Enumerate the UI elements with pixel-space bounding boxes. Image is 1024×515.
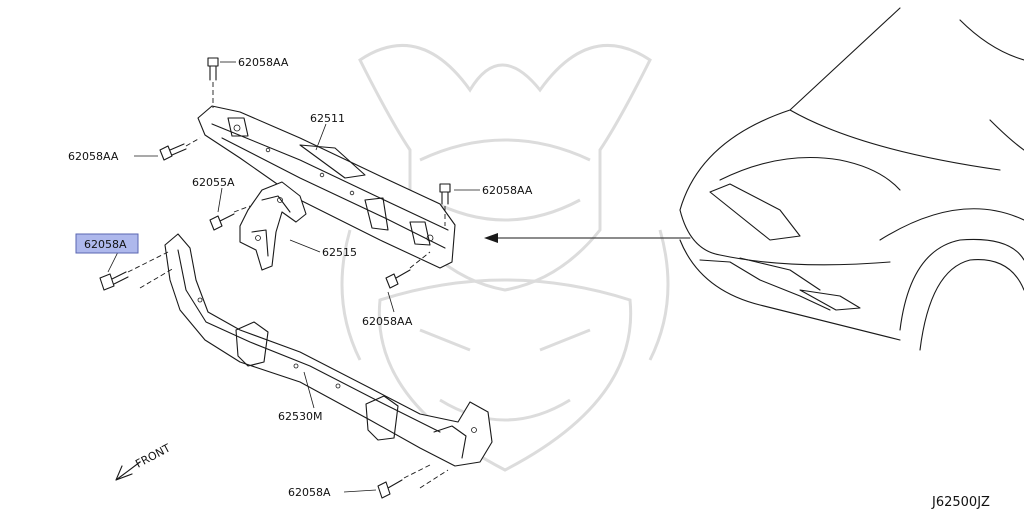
bolt-icon: [99, 251, 175, 291]
bolt-icon: [159, 137, 201, 161]
callout-arrow: [484, 233, 691, 243]
label-lower-member: 62530M: [278, 410, 322, 423]
label-bolt-highlight: 62058A: [84, 238, 127, 251]
label-bracket: 62515: [322, 246, 357, 259]
front-label: FRONT: [133, 441, 173, 470]
lower-member-62530M: [164, 233, 493, 467]
highlight-box: [75, 233, 139, 254]
bolt-icon: [207, 57, 219, 108]
label-bolt-left: 62058AA: [68, 150, 119, 163]
label-bolt-right: 62058AA: [482, 184, 533, 197]
vehicle-front-view: [679, 7, 1024, 351]
leader-lines: [107, 61, 480, 493]
bolt-icon: [385, 251, 431, 289]
diagram-code: J62500JZ: [931, 495, 990, 510]
label-upper-member: 62511: [310, 112, 345, 125]
front-direction-indicator: FRONT: [115, 441, 173, 481]
upper-member-62511: [197, 105, 456, 269]
bolt-icon: [439, 183, 451, 226]
bracket-62515: [239, 181, 307, 271]
label-bolt-top: 62058AA: [238, 56, 289, 69]
label-bolt-small: 62055A: [192, 176, 235, 189]
label-bolt-mid: 62058AA: [362, 315, 413, 328]
bolt-icon: [209, 205, 251, 231]
label-bolt-bottom: 62058A: [288, 486, 331, 499]
bolt-icon: [377, 463, 449, 499]
